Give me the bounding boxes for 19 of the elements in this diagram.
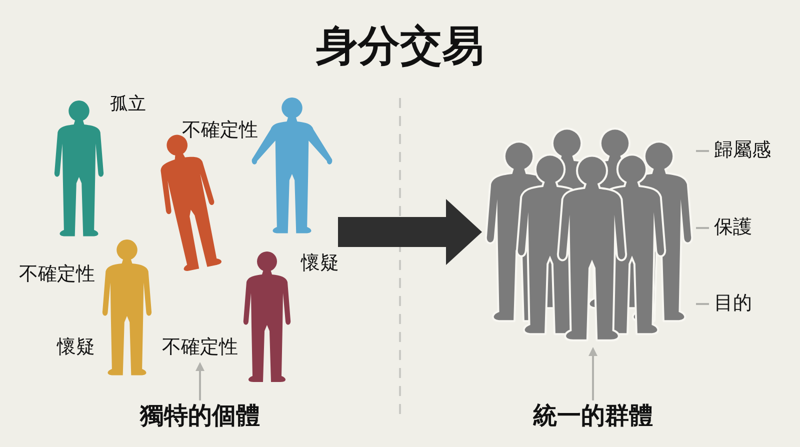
leader-line — [696, 303, 709, 305]
crowd-illustration — [483, 128, 695, 344]
pointer-arrow — [588, 347, 598, 400]
label-text: 懷疑 — [57, 338, 95, 358]
callout-text: 歸屬感 — [714, 141, 771, 161]
callout-text: 保護 — [714, 218, 752, 238]
callout-text: 目的 — [714, 294, 752, 314]
arrow — [338, 199, 482, 265]
label-text: 不確定性 — [182, 121, 258, 141]
leader-line — [696, 150, 709, 152]
label-text: 不確定性 — [19, 265, 95, 285]
label-text: 不確定性 — [162, 338, 238, 358]
pointer-arrow — [196, 362, 204, 400]
label-text: 懷疑 — [301, 254, 339, 274]
label-text: 孤立 — [110, 96, 146, 114]
title: 身分交易 — [316, 24, 484, 68]
group-label: 獨特的個體 — [140, 403, 260, 429]
leader-line — [696, 227, 709, 229]
group-label: 統一的群體 — [533, 403, 653, 429]
